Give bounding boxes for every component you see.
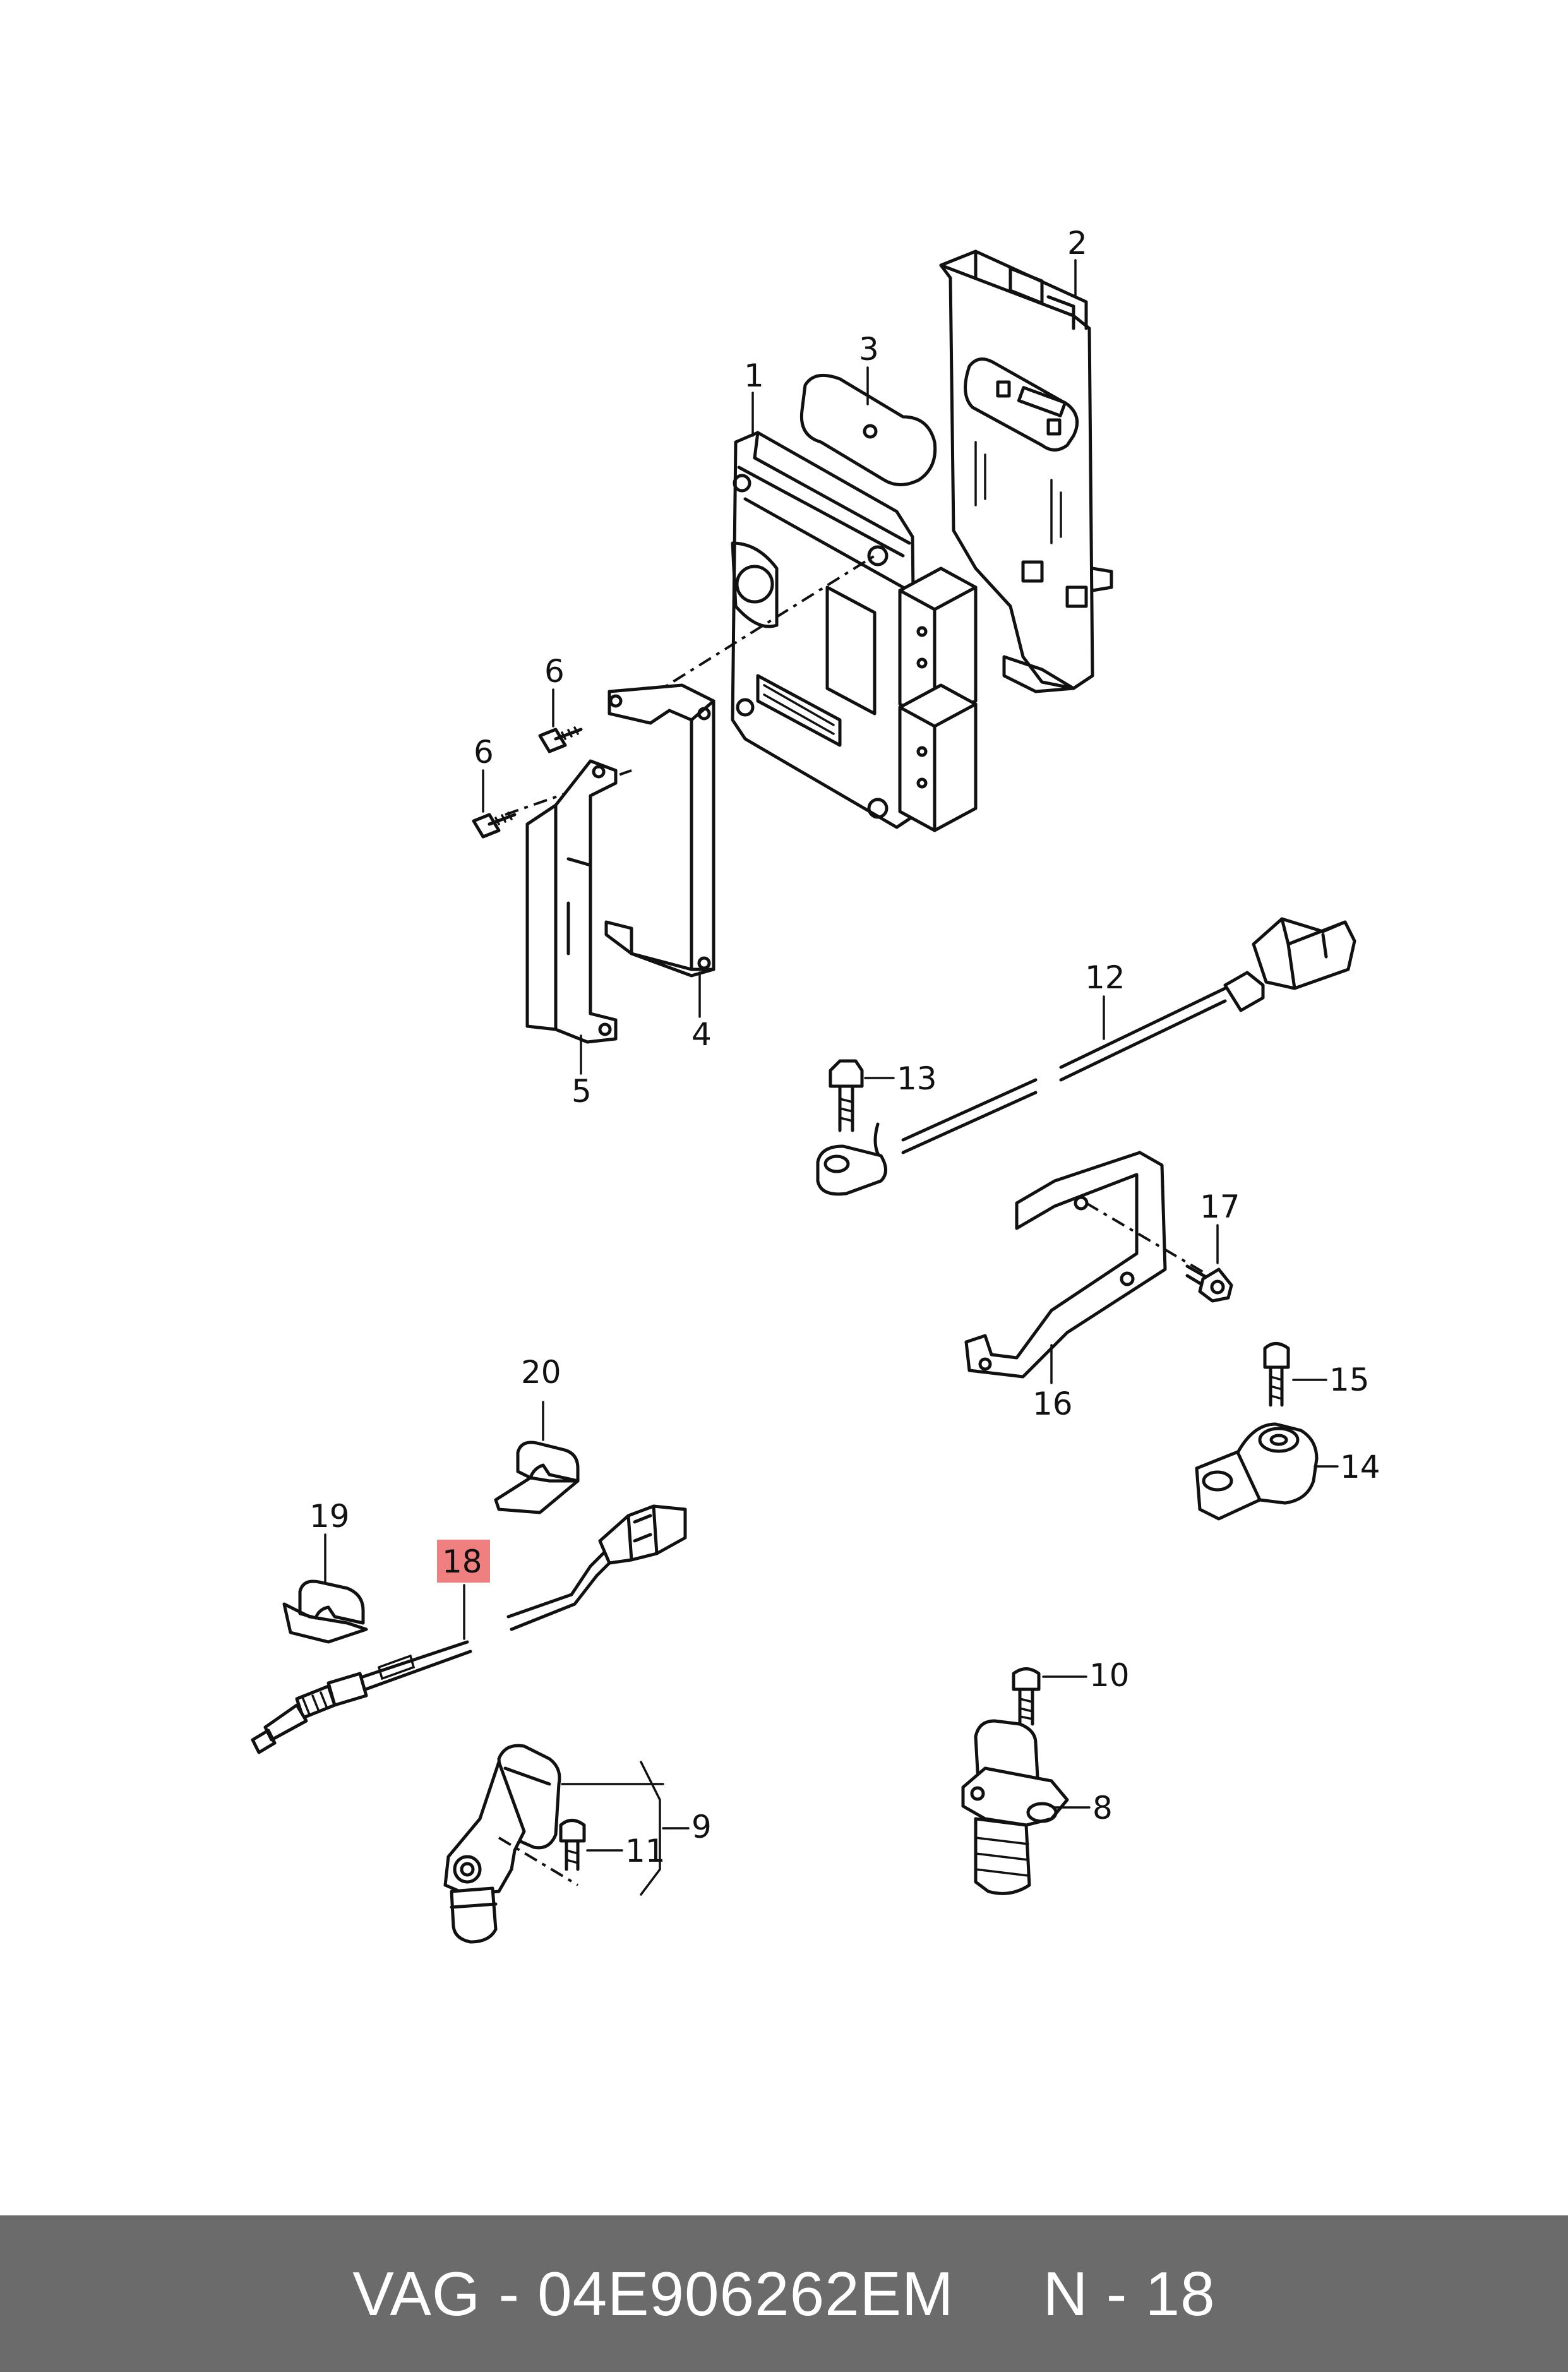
bolt-part-13[interactable]: 13 xyxy=(829,1059,937,1132)
callout-label-1: 1 xyxy=(744,357,764,394)
callout-label-15: 15 xyxy=(1329,1362,1370,1398)
bracket-part-4[interactable]: 4 xyxy=(604,683,715,1053)
gasket-part-3[interactable]: 3 xyxy=(799,331,937,486)
callout-label-6b: 6 xyxy=(474,734,494,770)
speed-sensor-part-10[interactable]: 9 xyxy=(443,1744,712,1944)
engine-control-unit-part-1[interactable]: 1 xyxy=(731,357,978,832)
callout-label-11: 11 xyxy=(625,1833,666,1869)
screw-part-11[interactable]: 11 xyxy=(559,1819,666,1871)
callout-label-4: 4 xyxy=(691,1016,712,1053)
parts-diagram: 2 3 1 4 xyxy=(251,225,1380,1944)
lambda-probe-part-18[interactable]: 18 xyxy=(251,1504,687,1754)
clip-part-20[interactable]: 20 xyxy=(494,1354,580,1514)
screw-part-15[interactable]: 15 xyxy=(1263,1342,1370,1407)
callout-label-16: 16 xyxy=(1032,1386,1073,1422)
bracket-part-5[interactable]: 5 xyxy=(525,759,618,1110)
callout-label-19: 19 xyxy=(309,1498,350,1535)
knock-sensor-cable-part-12[interactable]: 12 xyxy=(873,917,1356,1161)
callout-label-5: 5 xyxy=(572,1073,592,1110)
callout-label-17: 17 xyxy=(1200,1189,1240,1225)
screw-part-17[interactable]: 17 xyxy=(1185,1189,1240,1303)
callout-label-2: 2 xyxy=(1067,225,1087,261)
callout-label-18: 18 xyxy=(442,1543,482,1580)
position-number-text: N - 18 xyxy=(1043,2258,1216,2328)
mounting-line xyxy=(1085,1202,1211,1277)
part-number-text: VAG - 04E906262EM xyxy=(352,2258,954,2328)
mounting-line xyxy=(621,554,876,715)
callout-label-8: 8 xyxy=(1092,1790,1113,1826)
knock-sensor-part-14[interactable]: 14 xyxy=(1195,1422,1380,1521)
screw-part-6-lower[interactable]: 6 xyxy=(472,734,517,839)
screw-part-9[interactable]: 10 xyxy=(1012,1657,1130,1726)
callout-label-13: 13 xyxy=(897,1060,937,1097)
camshaft-sensor-part-8[interactable]: 8 xyxy=(961,1719,1113,1895)
callout-label-14: 14 xyxy=(1340,1449,1380,1485)
callout-label-9: 10 xyxy=(1089,1657,1130,1694)
callout-highlight-18 xyxy=(437,1540,490,1583)
knock-sensor[interactable] xyxy=(816,1144,887,1196)
callout-label-10: 9 xyxy=(691,1809,712,1845)
ecu-bracket-part-2[interactable]: 2 xyxy=(939,225,1113,693)
screw-part-6-upper[interactable]: 6 xyxy=(538,653,583,753)
clip-part-19[interactable]: 19 xyxy=(282,1498,368,1644)
bracket-part-16[interactable]: 16 xyxy=(964,1151,1167,1422)
footer-bar: VAG - 04E906262EM N - 18 xyxy=(0,2215,1568,2372)
callout-label-3: 3 xyxy=(859,331,879,368)
callout-label-12: 12 xyxy=(1085,959,1125,996)
callout-label-20: 20 xyxy=(521,1354,561,1391)
callout-label-6a: 6 xyxy=(544,653,565,690)
